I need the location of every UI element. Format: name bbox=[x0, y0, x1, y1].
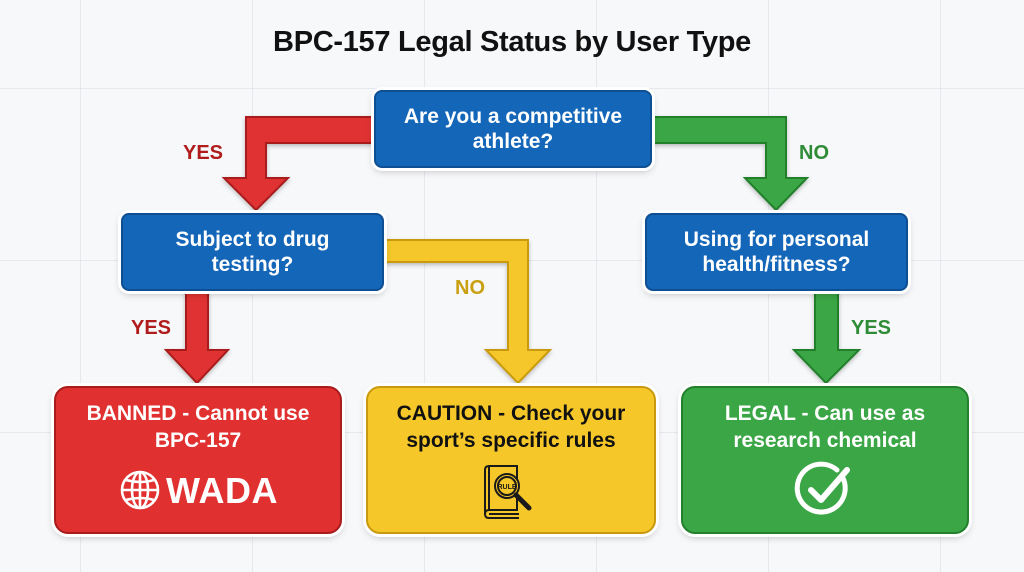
arrow-q3-yes bbox=[791, 291, 862, 385]
question-drug-testing: Subject to drug testing? bbox=[121, 213, 384, 291]
result-line-2: sport’s specific rules bbox=[406, 429, 616, 452]
result-line-2: BPC-157 bbox=[154, 429, 242, 452]
result-line-1: LEGAL - Can use as bbox=[724, 402, 926, 425]
question-line-1: Using for personal bbox=[683, 228, 870, 251]
rulebook-magnifier-icon: RULE bbox=[483, 465, 532, 519]
question-line-2: athlete? bbox=[472, 130, 554, 153]
question-competitive-athlete: Are you a competitive athlete? bbox=[374, 90, 652, 168]
svg-text:RULE: RULE bbox=[497, 484, 516, 491]
result-banned: BANNED - Cannot use BPC-157 WADA bbox=[54, 386, 342, 534]
edge-label-q2-yes: YES bbox=[131, 317, 172, 339]
result-caution: CAUTION - Check your sport’s specific ru… bbox=[366, 386, 656, 534]
question-personal-use: Using for personal health/fitness? bbox=[645, 213, 908, 291]
question-line-2: testing? bbox=[211, 253, 294, 276]
arrow-q1-yes bbox=[221, 116, 376, 212]
wada-logo: WADA bbox=[118, 468, 278, 512]
result-line-1: CAUTION - Check your bbox=[396, 402, 626, 425]
arrow-q2-yes bbox=[163, 289, 231, 385]
check-icon-row bbox=[793, 460, 857, 518]
arrow-q1-no bbox=[651, 116, 810, 212]
globe-icon bbox=[120, 470, 160, 510]
edge-label-q1-no: NO bbox=[799, 142, 829, 164]
question-line-1: Subject to drug bbox=[175, 228, 330, 251]
question-line-1: Are you a competitive bbox=[403, 105, 623, 128]
result-line-1: BANNED - Cannot use bbox=[86, 402, 310, 425]
check-circle-icon bbox=[794, 461, 850, 515]
rulebook-icon-row: RULE bbox=[479, 462, 543, 522]
page-title: BPC-157 Legal Status by User Type bbox=[273, 26, 751, 58]
edge-label-q3-yes: YES bbox=[851, 317, 892, 339]
result-legal: LEGAL - Can use as research chemical bbox=[681, 386, 969, 534]
arrow-q2-no bbox=[384, 239, 553, 385]
wada-text: WADA bbox=[166, 469, 278, 511]
question-line-2: health/fitness? bbox=[702, 253, 851, 276]
edge-label-q2-no: NO bbox=[455, 277, 485, 299]
edge-label-q1-yes: YES bbox=[183, 142, 224, 164]
result-line-2: research chemical bbox=[733, 429, 917, 452]
